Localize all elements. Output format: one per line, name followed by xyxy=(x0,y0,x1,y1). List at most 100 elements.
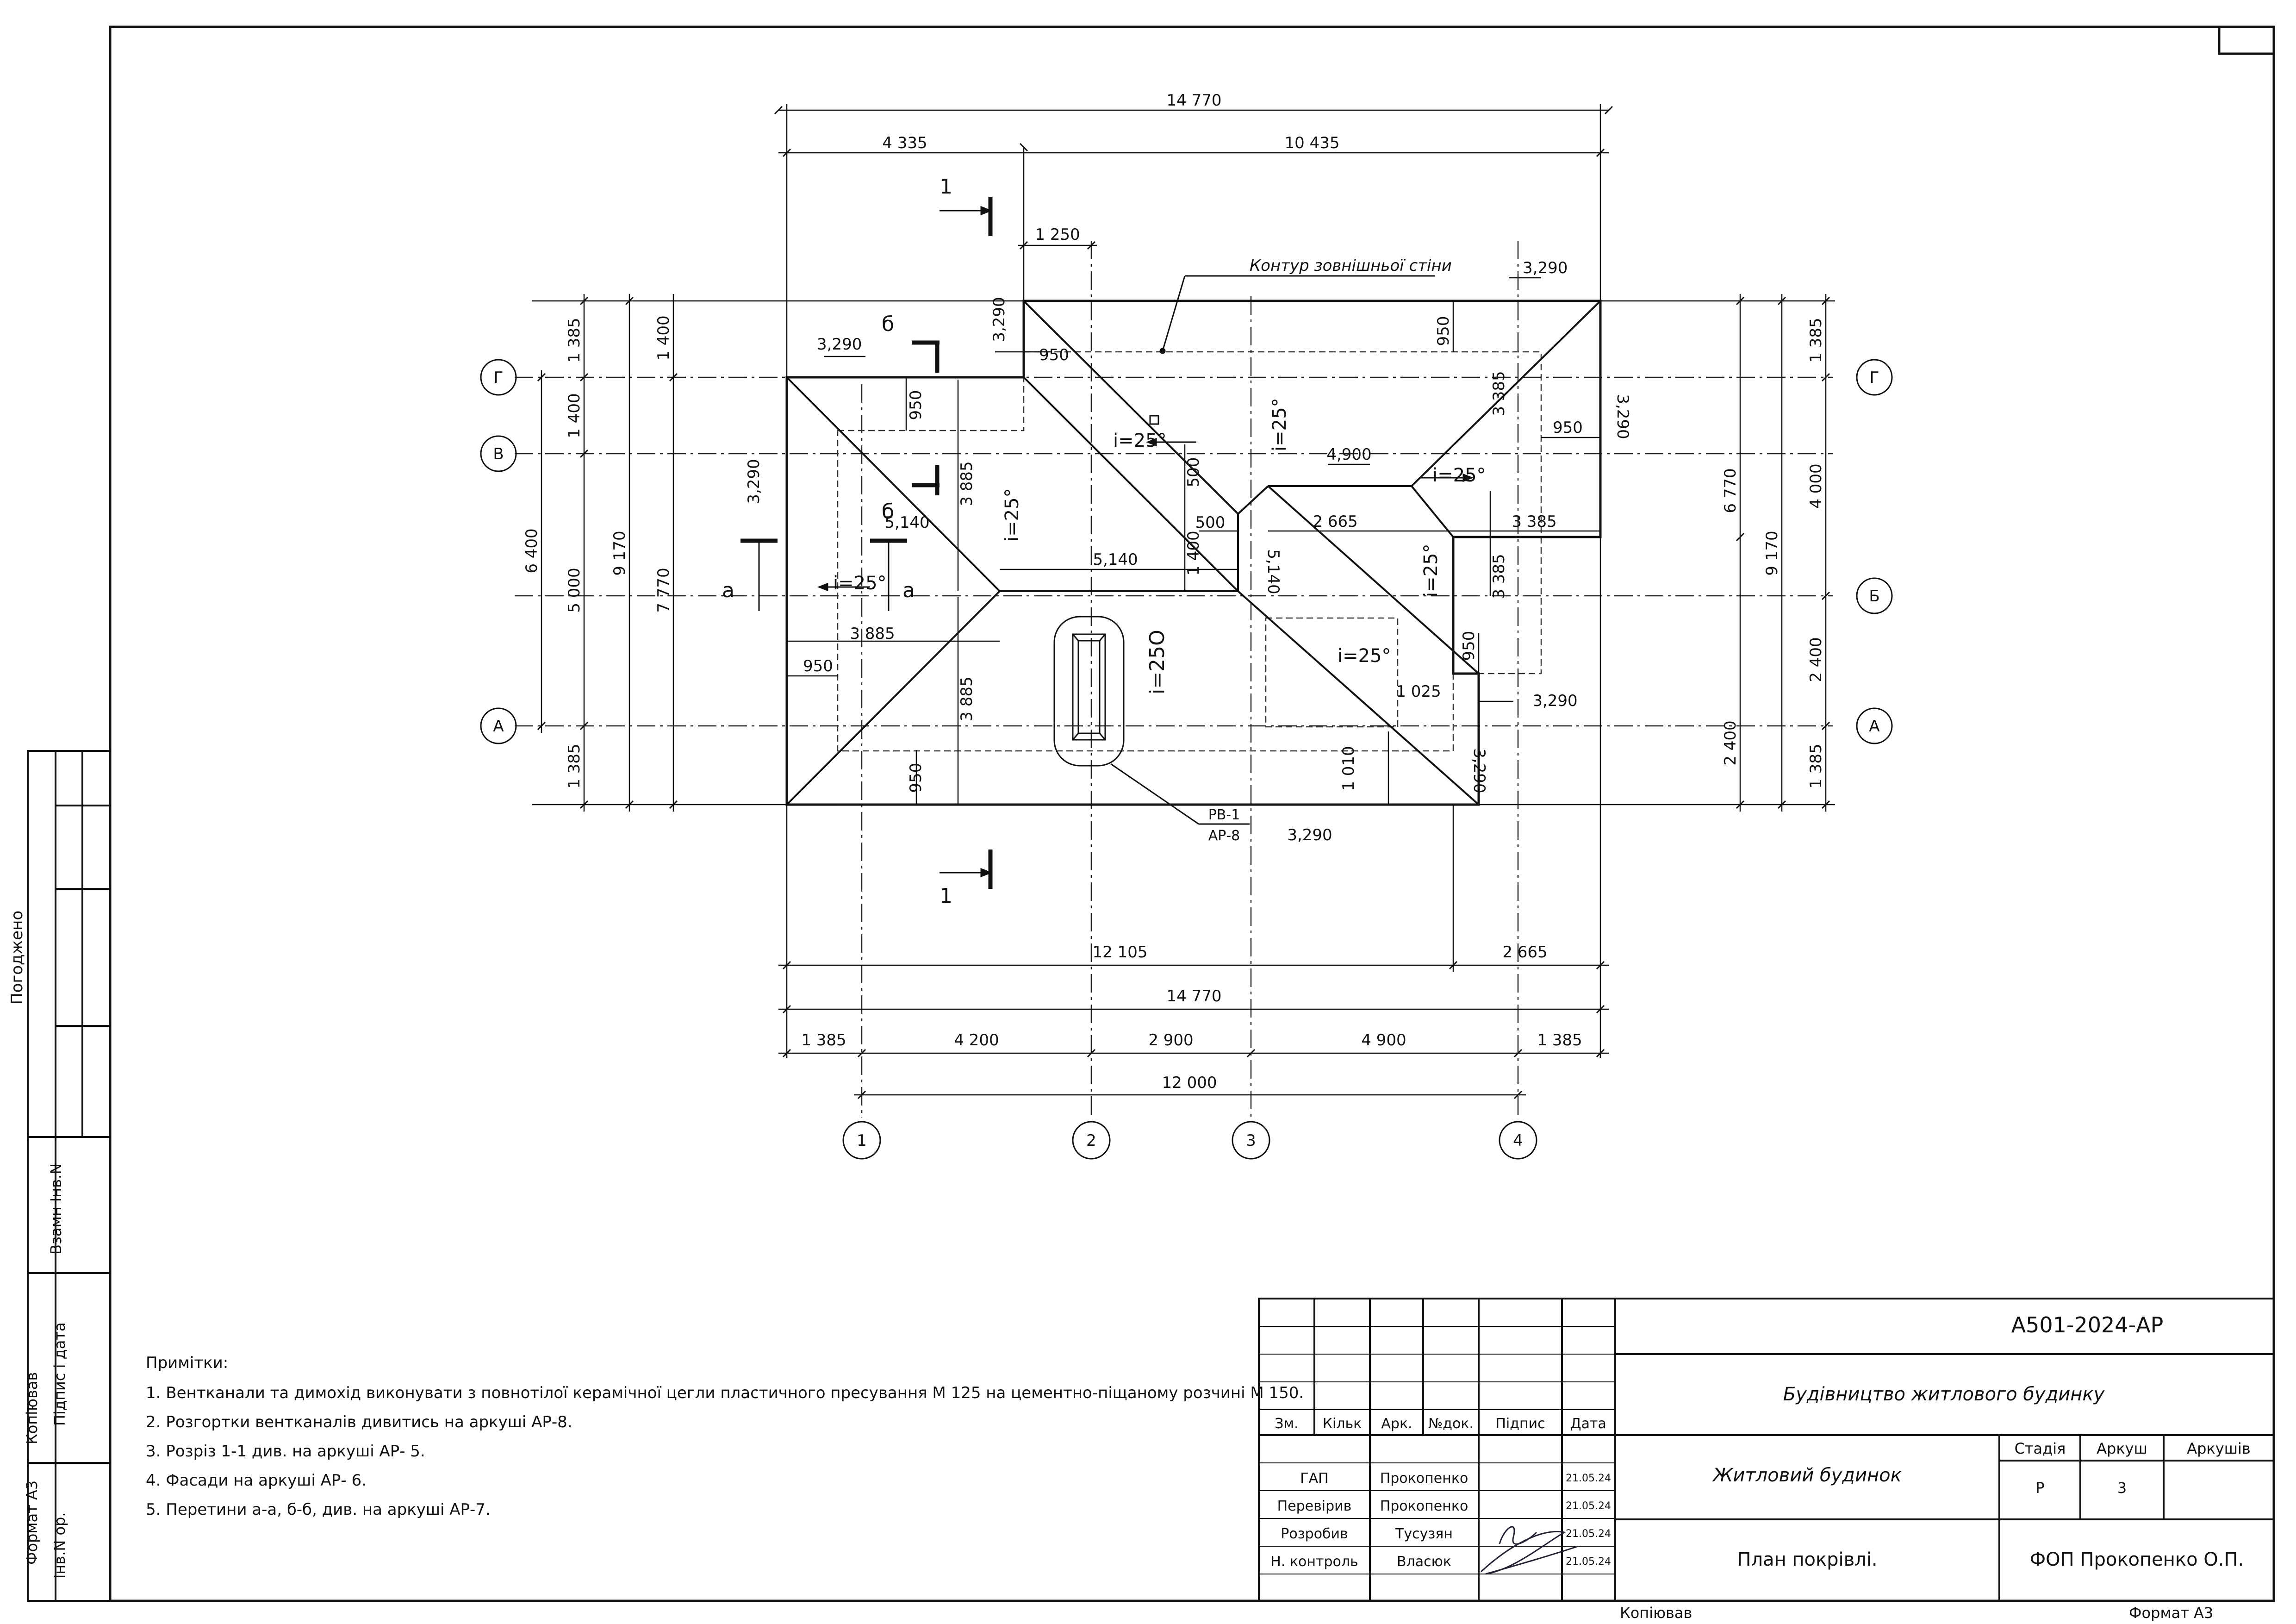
slope-label: i=25° xyxy=(833,573,887,594)
tb-h-sheets: Аркушів xyxy=(2187,1440,2251,1457)
vent-marker xyxy=(1149,415,1159,425)
dim-4000: 4 000 xyxy=(1807,463,1825,508)
dim-bot-1385b: 1 385 xyxy=(1537,1031,1582,1049)
title-block xyxy=(1258,1298,2275,1602)
dim-3385-v2: 3 385 xyxy=(1490,554,1508,599)
dim-1385-r2: 1 385 xyxy=(1807,743,1825,788)
dim-1400-v: 1 400 xyxy=(1184,531,1203,575)
dim-1385-r1: 1 385 xyxy=(1807,318,1825,362)
axis-label-g-right: Г xyxy=(1870,369,1879,387)
dim-top-right: 10 435 xyxy=(1285,134,1340,152)
dim-3290-v2: 3,290 xyxy=(990,297,1008,342)
dim-bot-4200: 4 200 xyxy=(954,1031,999,1049)
cut-a-left: а xyxy=(722,579,734,602)
slope-label: i=25° xyxy=(1113,430,1167,451)
dim-1385-l2: 1 385 xyxy=(565,743,584,788)
dim-2400-r2: 2 400 xyxy=(1807,637,1825,682)
dim-1250: 1 250 xyxy=(1035,225,1080,244)
tb-h-zm: Зм. xyxy=(1275,1416,1298,1432)
dim-3385-h: 3 385 xyxy=(1512,512,1556,531)
dim-bot-12000: 12 000 xyxy=(1162,1074,1217,1092)
side-stamp xyxy=(27,750,111,1602)
slope-label: i=25° xyxy=(1432,465,1486,486)
dim-9170-r: 9 170 xyxy=(1763,531,1781,575)
dim-3290-a: 3,290 xyxy=(817,335,862,354)
tb-object: Житловий будинок xyxy=(1711,1465,1901,1486)
dim-1400-l: 1 400 xyxy=(565,393,584,438)
dim-top-total: 14 770 xyxy=(1167,91,1222,110)
side-pogodzheno: Погоджено xyxy=(8,911,26,1005)
side-vzam-inv: Взамн Інв.N xyxy=(47,1163,65,1255)
dim-950-v3: 950 xyxy=(1434,316,1453,346)
cut-1-top: 1 xyxy=(940,175,952,199)
cut-a-right: а xyxy=(902,579,915,602)
side-format: Формат А3 xyxy=(23,1480,41,1565)
signature xyxy=(1480,1526,1579,1575)
chimney-ref-ar8: АР-8 xyxy=(1208,828,1240,844)
axis-label-a-right: А xyxy=(1869,717,1879,736)
tb-h-doc: №док. xyxy=(1428,1416,1474,1432)
dim-3885-v2: 3 885 xyxy=(958,676,976,721)
tb-company: ФОП Прокопенко О.П. xyxy=(2030,1549,2244,1570)
tb-stage: Р xyxy=(2035,1479,2044,1497)
dim-950-c: 950 xyxy=(1553,418,1583,437)
note-5: 5. Перетини а-а, б-б, див. на аркуші АР-… xyxy=(146,1500,491,1519)
side-kopiyuvav: Копіював xyxy=(23,1372,41,1444)
dim-950-b: 950 xyxy=(1039,346,1069,364)
dim-1385-l1: 1 385 xyxy=(565,318,584,362)
dim-bot-2665: 2 665 xyxy=(1502,943,1547,962)
dim-500-h: 500 xyxy=(1195,513,1226,532)
tb-r1-role: ГАП xyxy=(1300,1470,1328,1487)
tb-r3-role: Розробив xyxy=(1281,1526,1348,1542)
dim-7770: 7 770 xyxy=(654,568,673,612)
slope-labels: i=25° i=25° i=25° i=25° i=25° i=25° i=25… xyxy=(833,398,1486,694)
note-2: 2. Розгортки вентканалів дивитись на арк… xyxy=(146,1413,572,1431)
axis-grid xyxy=(515,241,1833,1118)
dim-1025: 1 025 xyxy=(1396,682,1441,701)
slope-label: i=25° xyxy=(1420,543,1442,597)
dim-6400: 6 400 xyxy=(523,528,541,573)
dim-3885-h: 3 885 xyxy=(850,625,895,643)
tb-r3-name: Тусузян xyxy=(1395,1526,1453,1542)
roof-ridges xyxy=(786,300,1601,806)
notes-title: Примітки: xyxy=(146,1354,228,1372)
dim-5140-label: 5,140 xyxy=(884,513,929,532)
dim-top-left: 4 335 xyxy=(882,134,927,152)
dim-9170-l: 9 170 xyxy=(610,531,629,575)
tb-code: А501-2024-АР xyxy=(2011,1312,2164,1337)
tb-r2-role: Перевірив xyxy=(1277,1498,1352,1514)
bottom-kopiyuvav: Копіював xyxy=(1620,1604,1692,1622)
dim-3385-v1: 3 385 xyxy=(1490,371,1508,416)
cut-b-top: б xyxy=(882,312,894,336)
dim-3290-d: 3,290 xyxy=(1287,826,1332,844)
outer-wall-leader xyxy=(1159,275,1435,354)
tb-r4-name: Власюк xyxy=(1397,1554,1451,1570)
tb-r4-date: 21.05.24 xyxy=(1566,1556,1611,1568)
dim-bot-total: 14 770 xyxy=(1167,987,1222,1006)
dim-2400-r1: 2 400 xyxy=(1721,720,1740,765)
slope-label: i=25° xyxy=(1338,645,1391,667)
tb-r1-name: Прокопенко xyxy=(1380,1470,1468,1487)
dim-bot-4900: 4 900 xyxy=(1361,1031,1406,1049)
dim-bot-2900: 2 900 xyxy=(1148,1031,1193,1049)
dim-bot-12105: 12 105 xyxy=(1093,943,1148,962)
dim-950-v2: 950 xyxy=(907,763,925,793)
tb-sheet: 3 xyxy=(2117,1479,2127,1497)
dim-3290-v4: 3,290 xyxy=(1470,748,1488,793)
side-inv-or: Інв.N ор. xyxy=(51,1512,68,1579)
dim-500-v: 500 xyxy=(1184,457,1203,487)
slope-label: i=25° xyxy=(1002,488,1023,542)
axis-bubbles xyxy=(480,359,1893,1160)
tb-h-stage: Стадія xyxy=(2015,1440,2066,1457)
tb-r2-date: 21.05.24 xyxy=(1566,1500,1611,1512)
section-cuts xyxy=(740,197,993,889)
tb-r1-date: 21.05.24 xyxy=(1566,1473,1611,1484)
slope-label: i=25° xyxy=(1269,398,1290,451)
tb-h-data: Дата xyxy=(1570,1416,1606,1432)
dim-3885-v1: 3 885 xyxy=(958,461,976,506)
dim-950-v1: 950 xyxy=(907,390,925,420)
dim-5000: 5 000 xyxy=(565,568,584,612)
dim-950-v4: 950 xyxy=(1460,631,1478,661)
title-block-grid xyxy=(1259,1326,1615,1574)
axis-label-2: 2 xyxy=(1086,1131,1096,1150)
